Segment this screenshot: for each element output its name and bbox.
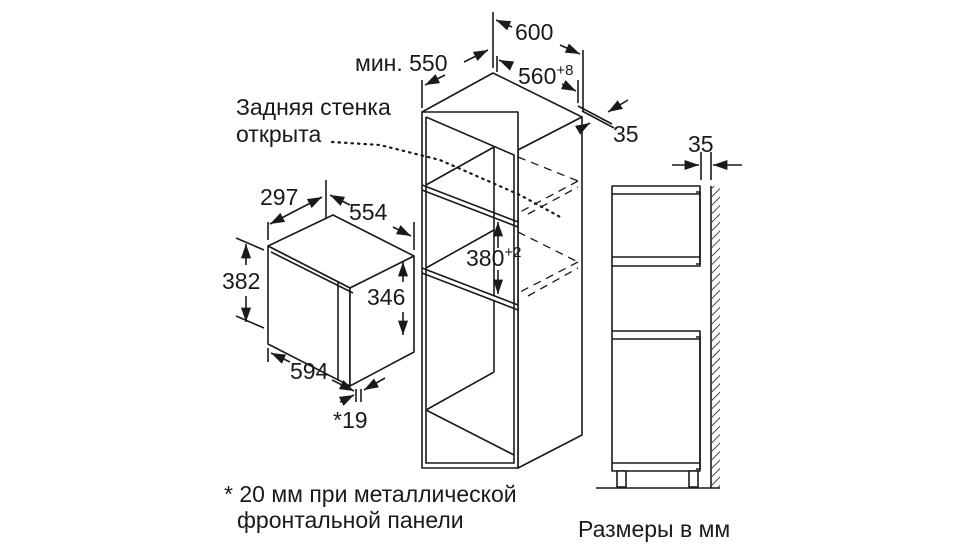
niche-width-tolerance: +8 xyxy=(556,62,574,79)
footnote-line1: * 20 мм при металлической xyxy=(224,481,517,507)
front-panel-thickness-label: *19 xyxy=(333,407,368,433)
side-wall-gap-label: 35 xyxy=(688,131,714,157)
microwave-appliance xyxy=(235,180,415,406)
niche-height-label: 380+2 xyxy=(466,244,522,271)
footnote-line2: фронтальной панели xyxy=(237,507,464,533)
niche-height-tolerance: +2 xyxy=(504,244,522,261)
rear-gap-label: 35 xyxy=(613,121,639,147)
niche-width-value: 560 xyxy=(518,63,557,89)
tall-cabinet xyxy=(330,12,629,469)
appliance-height-front-label: 382 xyxy=(222,268,261,294)
rear-wall-label-line1: Задняя стенка xyxy=(236,94,391,120)
niche-width-label: 560+8 xyxy=(518,62,574,89)
units-caption: Размеры в мм xyxy=(578,516,731,542)
appliance-depth-body-label: 554 xyxy=(349,199,388,225)
appliance-depth-total-label: 297 xyxy=(260,184,299,210)
rear-wall-label-line2: открыта xyxy=(236,121,322,147)
side-view xyxy=(596,152,742,489)
appliance-height-body-label: 346 xyxy=(367,284,406,310)
niche-height-value: 380 xyxy=(466,245,505,271)
cabinet-width-label: 600 xyxy=(515,19,554,45)
appliance-width-label: 594 xyxy=(290,358,329,384)
cabinet-depth-min-label: мин. 550 xyxy=(355,50,448,76)
